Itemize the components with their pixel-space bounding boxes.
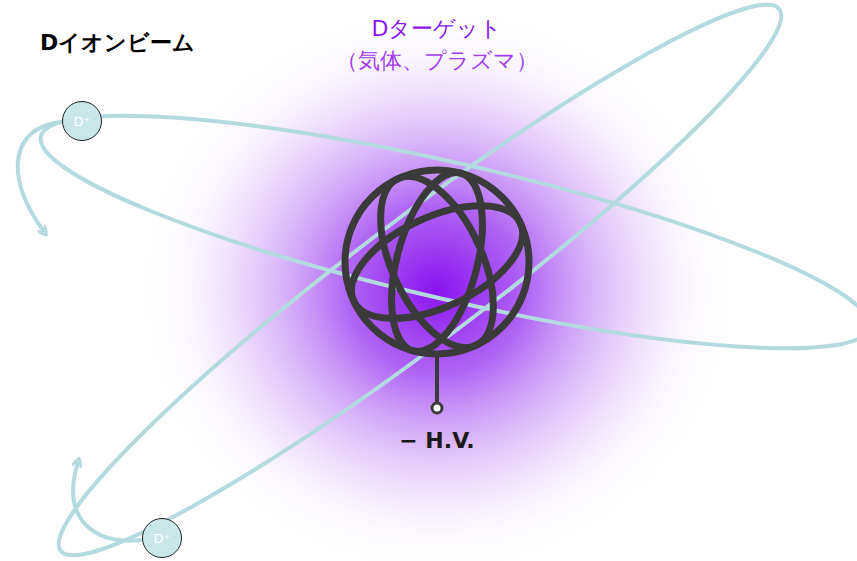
target-note: （気体、プラズマ） xyxy=(336,46,538,76)
hv-terminal xyxy=(432,403,442,413)
ion-label: D⁺ xyxy=(154,532,171,545)
voltage-label: − H.V. xyxy=(399,428,474,453)
plasma-glow xyxy=(137,5,737,561)
ion-label: D⁺ xyxy=(74,115,91,128)
ion-orbits xyxy=(18,0,857,561)
beam-label: Dイオンビーム xyxy=(40,28,195,58)
target-label: Dターゲット xyxy=(372,14,503,44)
hv-lead xyxy=(435,354,439,402)
ion-circle: D⁺ xyxy=(142,518,182,558)
grid-electrode xyxy=(335,160,540,365)
ion-circle: D⁺ xyxy=(62,101,102,141)
